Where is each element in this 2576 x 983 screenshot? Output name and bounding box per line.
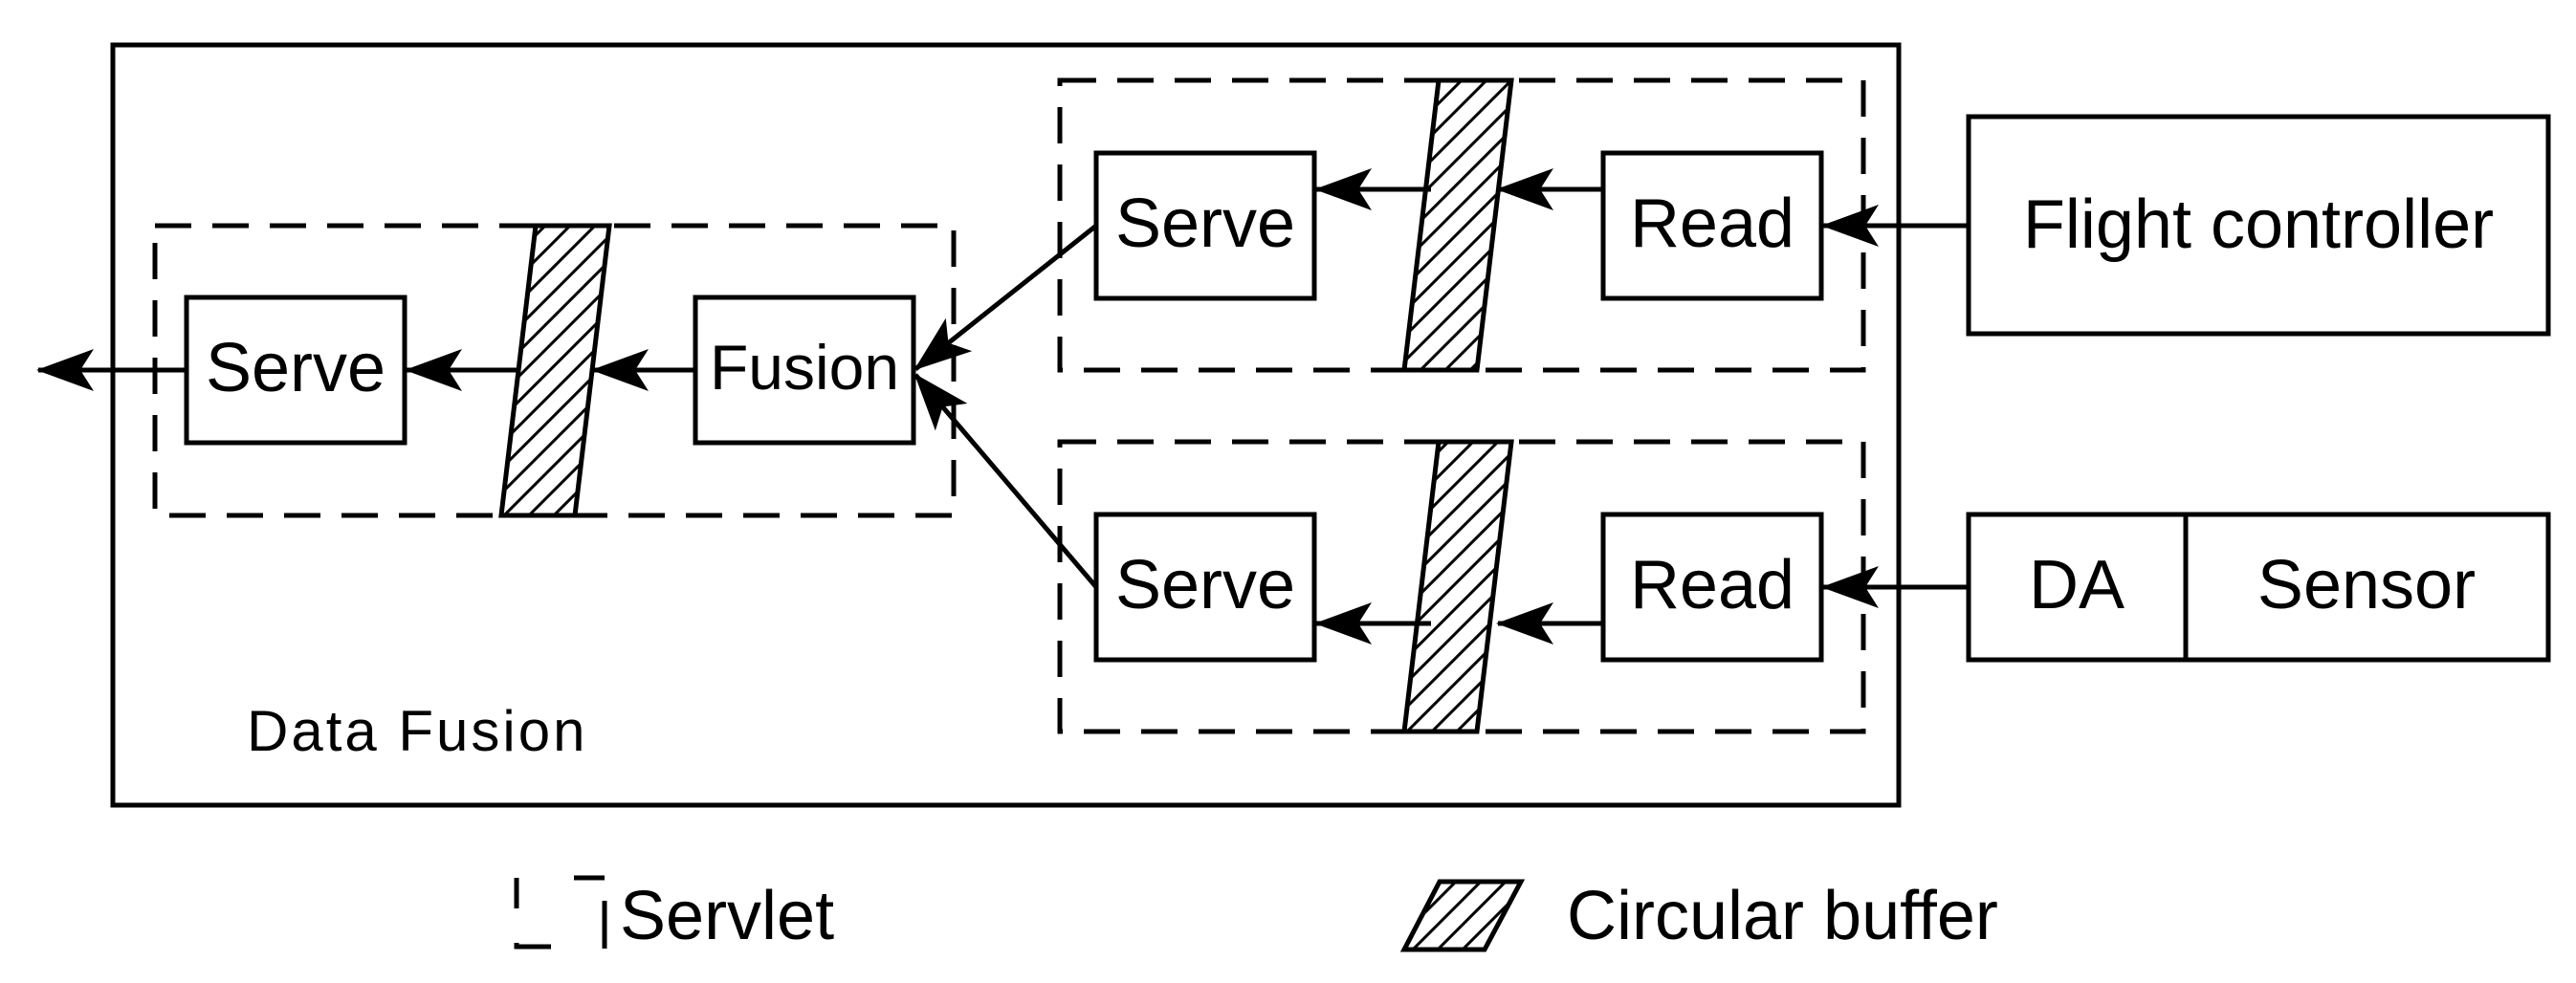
circular-buffer-flight: [1401, 77, 1514, 373]
circular-buffer-fusion: [498, 223, 612, 518]
sensor-label: Sensor: [2257, 547, 2476, 623]
legend-circular-buffer-icon: [1399, 879, 1526, 952]
circular-buffer-sensor: [1401, 439, 1514, 734]
arrow-serve-sensor-to-fusion: [914, 373, 1098, 589]
fusion-label: Fusion: [710, 332, 899, 403]
arrow-serve-flight-to-fusion: [914, 224, 1098, 371]
flight-controller-label: Flight controller: [2023, 186, 2494, 263]
serve-flight-box: [1093, 150, 1317, 301]
legend: Servlet Circular buffer: [514, 875, 1998, 954]
serve-sensor-label: Serve: [1115, 547, 1295, 623]
read-sensor-label: Read: [1630, 547, 1794, 623]
serve-sensor-box: [1093, 512, 1317, 663]
read-flight-label: Read: [1630, 186, 1794, 262]
sensor-box: [2183, 512, 2551, 663]
legend-circular-buffer-label: Circular buffer: [1567, 878, 1998, 954]
serve-output-label: Serve: [206, 330, 385, 406]
serve-output-box: [184, 295, 407, 446]
serve-flight-label: Serve: [1115, 186, 1295, 262]
read-flight-box: [1600, 150, 1824, 301]
da-label: DA: [2029, 547, 2125, 623]
legend-servlet-label: Servlet: [620, 878, 834, 954]
legend-servlet-icon: [514, 875, 607, 950]
data-fusion-label: Data Fusion: [247, 699, 588, 763]
